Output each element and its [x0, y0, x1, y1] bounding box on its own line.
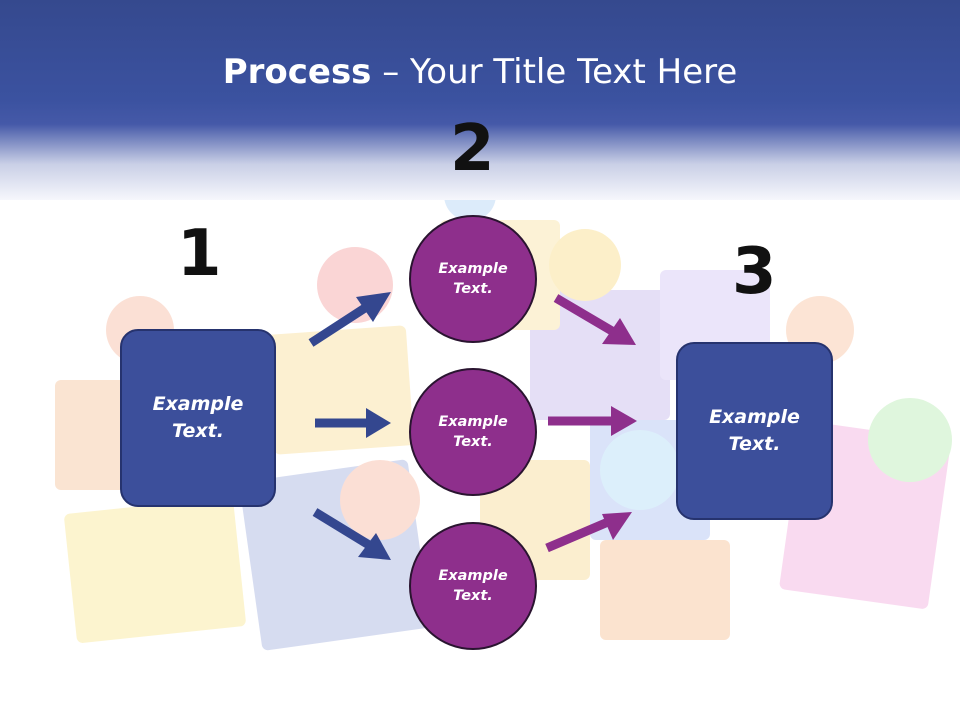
- step-3-label: Example Text.: [709, 406, 800, 455]
- circle-middle-label: Example Text.: [438, 413, 508, 450]
- step-number-1: 1: [177, 217, 222, 291]
- slide-title: Process – Your Title Text Here: [0, 52, 960, 92]
- arrow-left-top: [308, 292, 391, 347]
- step-2-circle-top: Example Text.: [409, 215, 537, 343]
- step-2-circle-middle: Example Text.: [409, 368, 537, 496]
- step-1-box: Example Text.: [120, 329, 276, 507]
- title-bold: Process: [222, 52, 372, 92]
- arrow-right-middle: [548, 406, 637, 436]
- arrow-right-top: [553, 294, 636, 345]
- arrow-left-bottom: [312, 508, 391, 560]
- step-2-circle-bottom: Example Text.: [409, 522, 537, 650]
- title-rest: – Your Title Text Here: [371, 52, 738, 92]
- arrow-right-bottom: [545, 512, 632, 553]
- step-1-label: Example Text.: [152, 393, 244, 442]
- step-3-box: Example Text.: [676, 342, 833, 520]
- circle-bottom-label: Example Text.: [438, 567, 508, 604]
- circle-top-label: Example Text.: [438, 260, 508, 297]
- step-number-3: 3: [732, 235, 777, 309]
- arrow-left-middle: [315, 408, 391, 438]
- header-band: [0, 0, 960, 200]
- step-number-2: 2: [450, 112, 495, 186]
